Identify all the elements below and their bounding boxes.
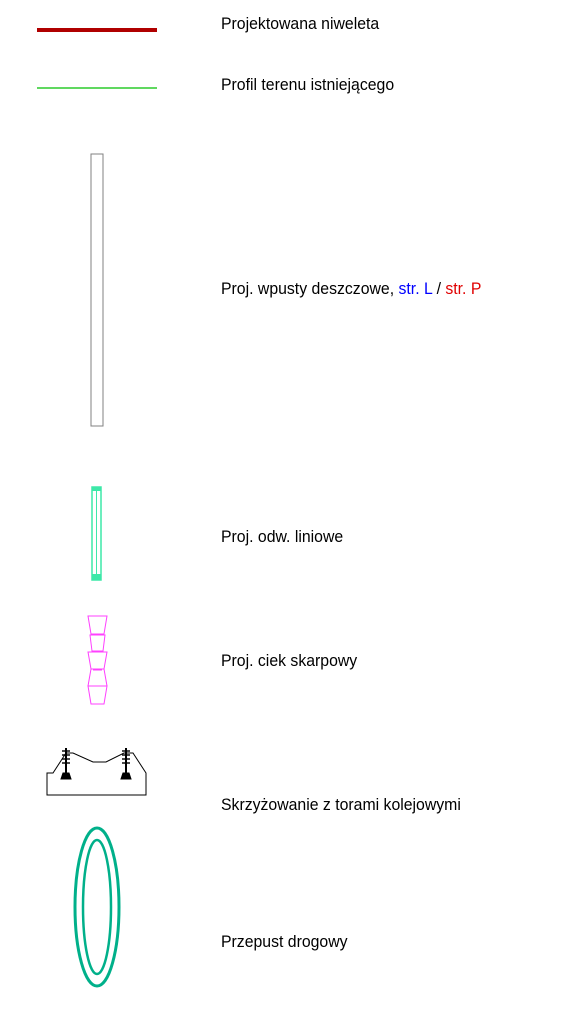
label-linear-drainage: Proj. odw. liniowe [221, 527, 344, 546]
label-right-side: str. P [445, 279, 482, 298]
label-slope-channel: Proj. ciek skarpowy [221, 651, 358, 670]
label-terrain-profile: Profil terenu istniejącego [221, 75, 395, 94]
label-railway-crossing: Skrzyżowanie z torami kolejowymi [221, 795, 461, 814]
label-left-side: str. L [398, 279, 433, 298]
symbol-slope-channel [87, 615, 108, 705]
symbol-railway-crossing [46, 748, 147, 796]
label-design-grade: Projektowana niweleta [221, 14, 380, 33]
symbol-linear-drainage [91, 486, 102, 581]
symbol-road-culvert [73, 826, 121, 988]
label-storm-inlets: Proj. wpusty deszczowe, str. L / str. P [221, 279, 481, 299]
label-storm-inlets-prefix: Proj. wpusty deszczowe, [221, 279, 399, 298]
label-road-culvert: Przepust drogowy [221, 932, 348, 951]
label-separator: / [432, 279, 446, 298]
symbol-storm-inlet-rect [90, 153, 104, 427]
